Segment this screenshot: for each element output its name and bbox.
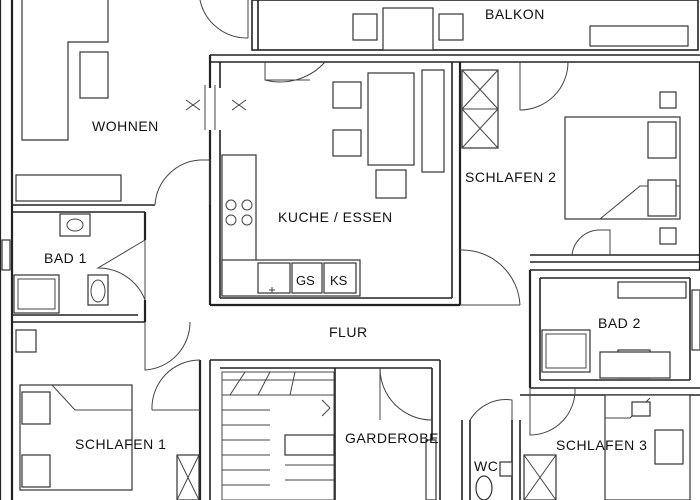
- label-bad2: BAD 2: [598, 315, 641, 331]
- label-kueche: KUCHE / ESSEN: [278, 209, 393, 225]
- label-bad1: BAD 1: [44, 250, 87, 266]
- wc-fixtures: [475, 461, 513, 500]
- label-wohnen: WOHNEN: [92, 118, 159, 134]
- label-garderobe: GARDEROBE: [345, 430, 439, 446]
- label-balkon: BALKON: [485, 6, 545, 22]
- bad1-fixtures: [1, 213, 146, 314]
- schlafen2-furniture: [461, 61, 681, 256]
- staircase: [221, 371, 335, 500]
- label-wc: WC: [474, 458, 498, 474]
- balkon-furniture: [352, 7, 689, 51]
- label-schlafen3: SCHLAFEN 3: [556, 437, 647, 453]
- label-appliance-ks: KS: [330, 273, 348, 288]
- label-appliance-gs: GS: [296, 273, 315, 288]
- schlafen1-furniture: [15, 329, 200, 500]
- label-flur: FLUR: [329, 324, 368, 340]
- kueche-furniture: [221, 61, 445, 297]
- garderobe-furniture: [425, 439, 437, 500]
- label-schlafen1: SCHLAFEN 1: [75, 436, 166, 452]
- flur-doors: [144, 159, 576, 436]
- label-schlafen2: SCHLAFEN 2: [465, 169, 556, 185]
- room-labels: BALKON WOHNEN KUCHE / ESSEN SCHLAFEN 2 B…: [44, 6, 647, 474]
- wohnen-furniture: [15, 0, 249, 202]
- schlafen3-furniture: [523, 394, 691, 500]
- bad2-fixtures: [541, 281, 700, 379]
